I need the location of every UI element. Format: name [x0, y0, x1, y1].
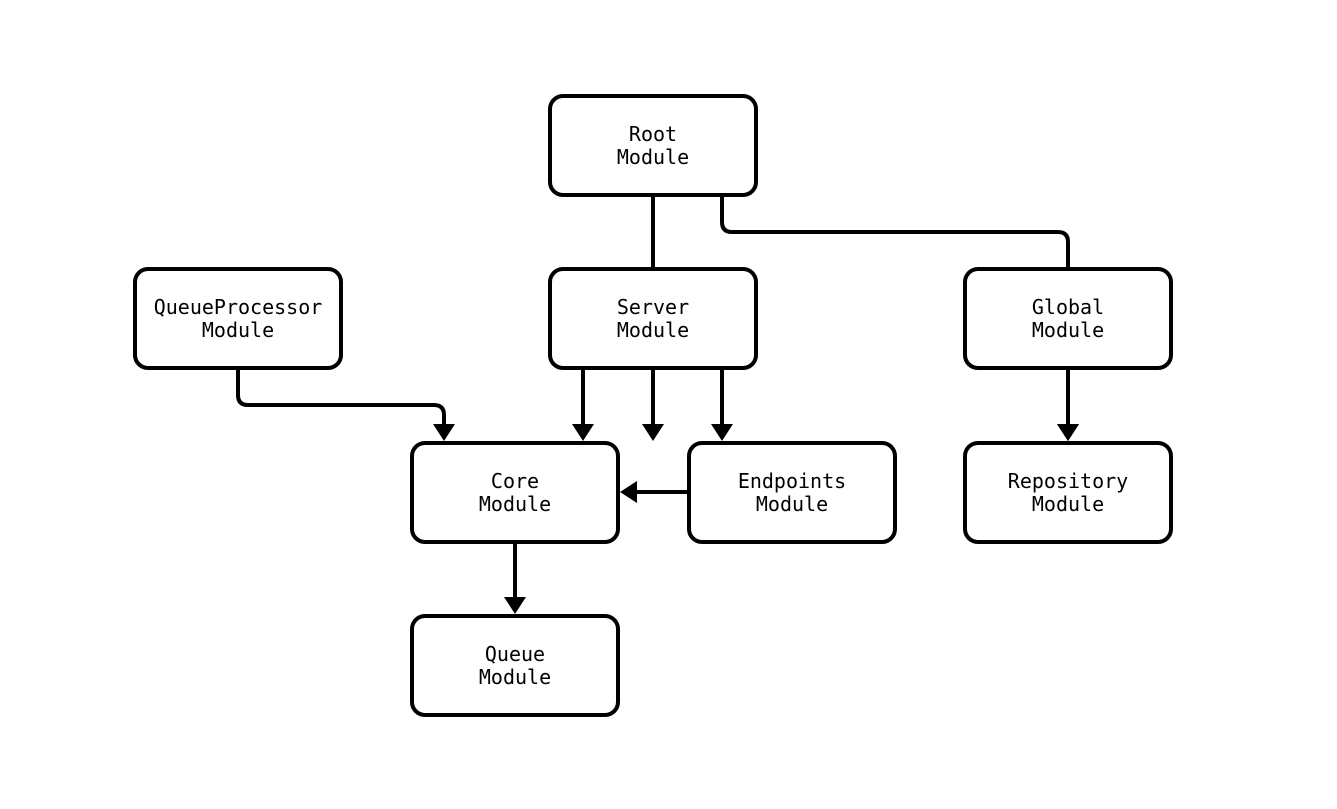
node-queue[interactable]: Queue Module	[410, 614, 620, 717]
node-root-label-line1: Root	[628, 121, 678, 146]
node-core-label-line1: Core	[490, 468, 540, 493]
node-endpoints-label-line1: Endpoints	[737, 468, 847, 493]
node-queue-label-line1: Queue	[484, 641, 546, 666]
node-queue-label-line2: Module	[478, 664, 552, 689]
node-core-label-line2: Module	[478, 491, 552, 516]
arrowhead-server-endpoints	[711, 424, 733, 441]
node-server-label-line2: Module	[616, 317, 690, 342]
arrowhead-endpoints-core	[620, 481, 637, 503]
node-root[interactable]: Root Module	[548, 94, 758, 197]
node-global-label-line2: Module	[1031, 317, 1105, 342]
node-queueprocessor-label-line2: Module	[201, 317, 275, 342]
node-queueprocessor-label-line1: QueueProcessor	[153, 294, 323, 319]
edge-root-global	[720, 197, 1070, 433]
arrowhead-server-core	[572, 424, 594, 441]
node-queueprocessor[interactable]: QueueProcessor Module	[133, 267, 343, 370]
node-global-label-line1: Global	[1031, 294, 1105, 319]
node-repository[interactable]: Repository Module	[963, 441, 1173, 544]
edge-queueprocessor-core	[236, 370, 446, 433]
node-repository-label-line2: Module	[1031, 491, 1105, 516]
arrowhead-global-repository	[1057, 424, 1079, 441]
arrowhead-queueprocessor-core	[433, 424, 455, 441]
node-server-label-line1: Server	[616, 294, 690, 319]
node-root-label-line2: Module	[616, 144, 690, 169]
node-core[interactable]: Core Module	[410, 441, 620, 544]
arrowhead-root-server	[642, 424, 664, 441]
arrowhead-core-queue	[504, 597, 526, 614]
node-repository-label-line1: Repository	[1007, 468, 1129, 493]
node-server[interactable]: Server Module	[548, 267, 758, 370]
node-endpoints[interactable]: Endpoints Module	[687, 441, 897, 544]
node-endpoints-label-line2: Module	[755, 491, 829, 516]
node-global[interactable]: Global Module	[963, 267, 1173, 370]
